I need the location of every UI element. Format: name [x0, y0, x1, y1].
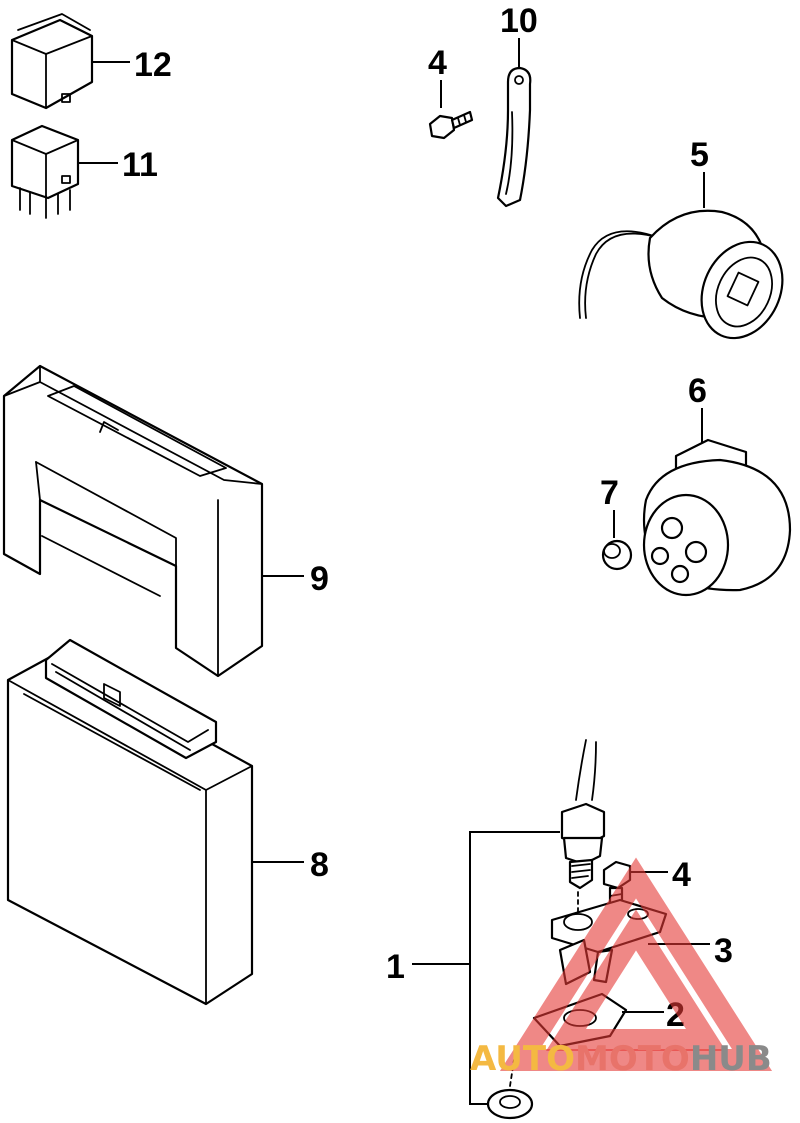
callout-3: 3 [714, 932, 733, 970]
callout-7: 7 [600, 474, 619, 512]
callout-8: 8 [310, 846, 329, 884]
watermark-triangle-icon [499, 857, 773, 1071]
callout-5: 5 [690, 136, 709, 174]
callout-11: 11 [122, 146, 158, 184]
callout-4-top: 4 [428, 44, 447, 82]
callout-6: 6 [688, 372, 707, 410]
svg-text:AUTOMOTOHUB: AUTOMOTOHUB [470, 1039, 772, 1079]
ecu-cover [2, 364, 264, 678]
sensor-assembly [560, 739, 606, 921]
callout-1: 1 [386, 948, 405, 986]
relay-large [10, 13, 94, 110]
callout-4-bottom: 4 [672, 856, 691, 894]
ecu-module [6, 638, 254, 1006]
connector-6 [642, 438, 792, 597]
watermark-logo: AUTOMOTOHUB [470, 857, 773, 1079]
bolt-top [428, 110, 474, 140]
callout-10: 10 [500, 2, 538, 40]
leader-1-bracket [469, 831, 560, 1105]
switch-connector [578, 209, 784, 340]
watermark-part-2: MOTO [575, 1039, 690, 1079]
ground-strap [496, 66, 532, 208]
relay-small [10, 124, 80, 219]
callout-9: 9 [310, 560, 329, 598]
callout-12: 12 [134, 46, 172, 84]
cap-7 [601, 539, 633, 571]
watermark-part-1: AUTO [470, 1039, 575, 1079]
watermark-part-3: HUB [690, 1039, 772, 1079]
